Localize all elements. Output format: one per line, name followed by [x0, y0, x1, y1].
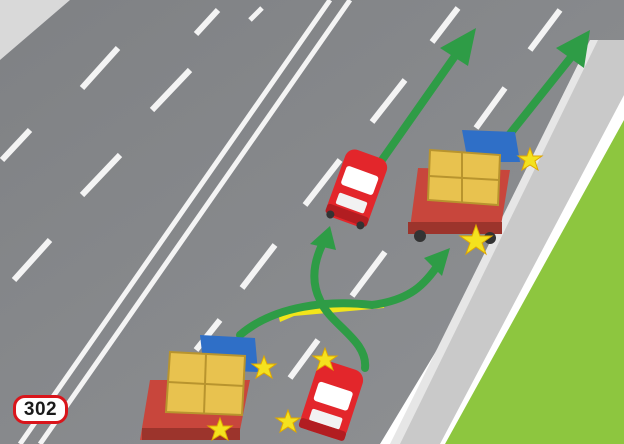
illustration-number-badge: 302: [13, 395, 68, 424]
